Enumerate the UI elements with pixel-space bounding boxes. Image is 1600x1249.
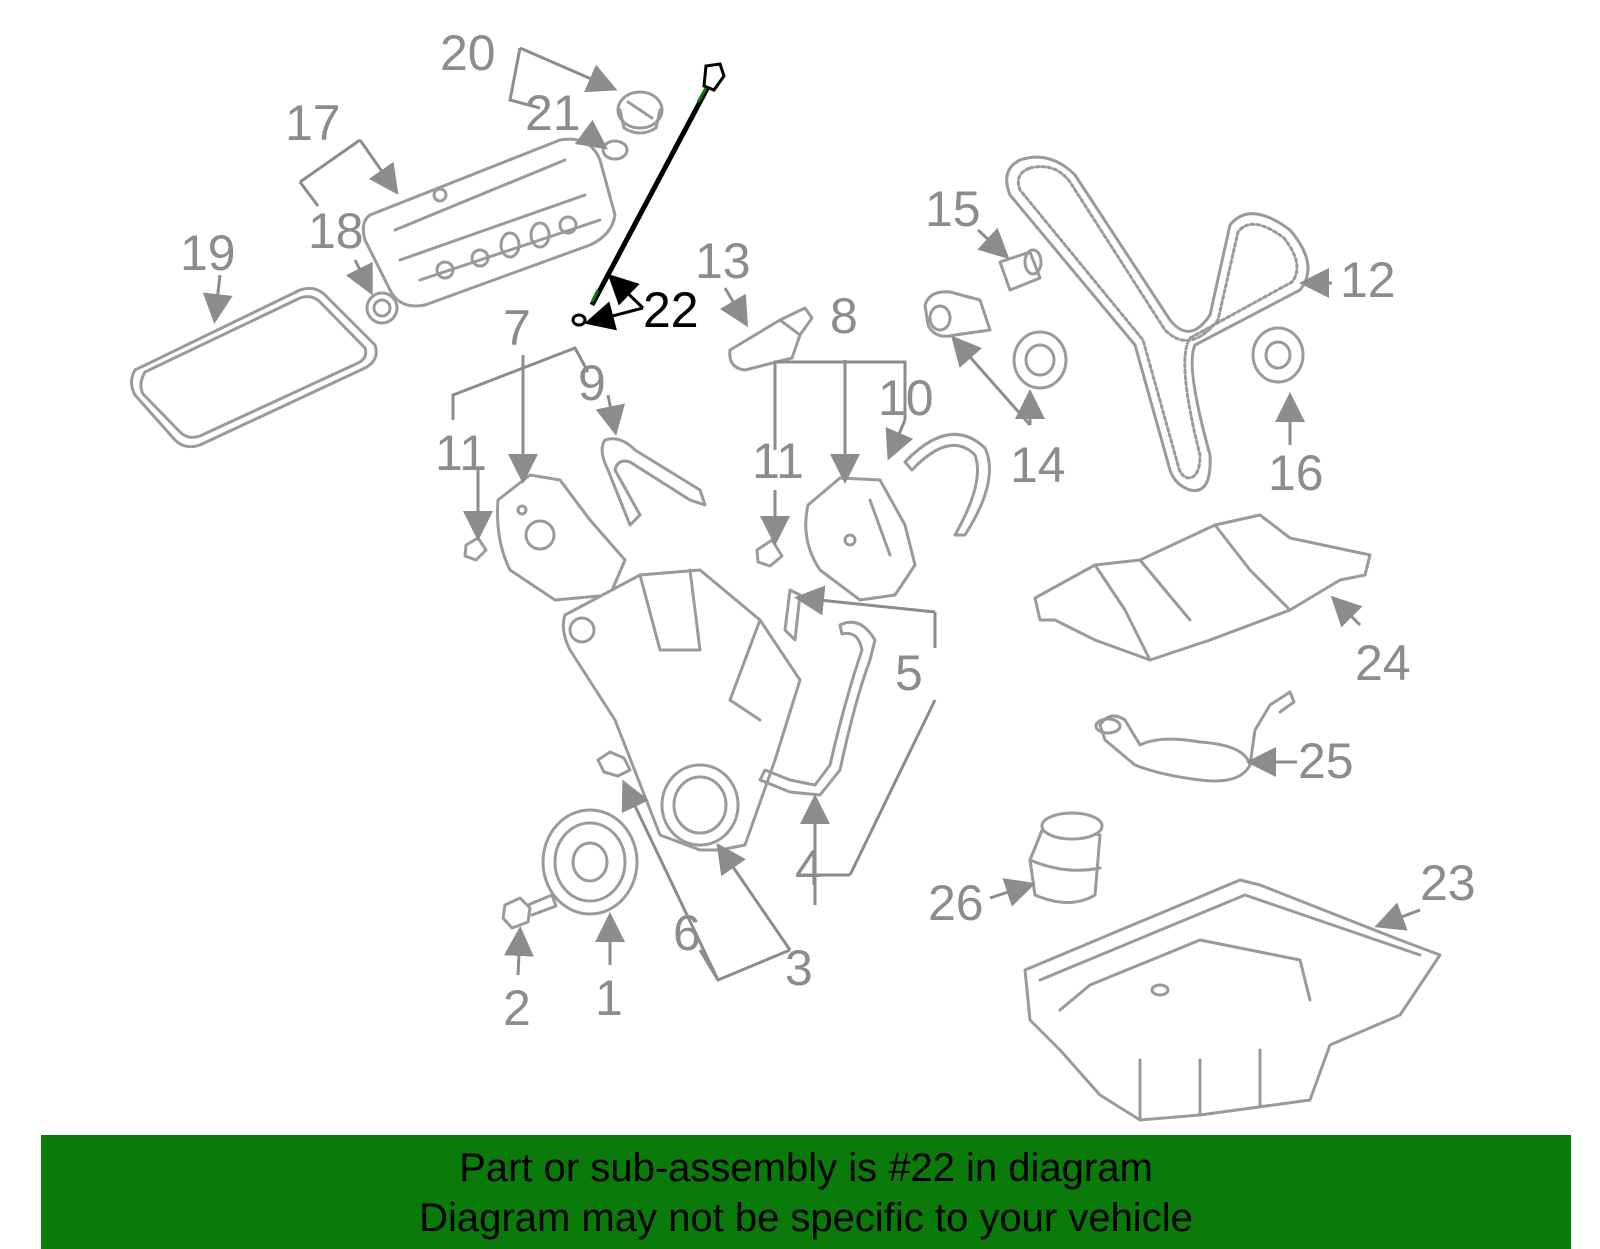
valve-cover-gasket <box>130 286 378 449</box>
oil-seal-washer <box>596 750 632 778</box>
callout-2: 2 <box>503 980 531 1036</box>
diagram-notice-banner: Part or sub-assembly is #22 in diagram D… <box>41 1135 1571 1249</box>
callout-labels: 20 21 17 18 19 22 13 15 12 8 7 9 10 11 1… <box>180 25 1476 1036</box>
callout-4: 4 <box>795 840 823 896</box>
oil-filler-cap <box>616 90 664 135</box>
callout-25: 25 <box>1298 733 1354 789</box>
crankshaft-pulley-bolt <box>501 893 558 930</box>
idler-pulley <box>1251 326 1305 384</box>
callout-19: 19 <box>180 225 236 281</box>
windage-tray <box>1033 513 1372 662</box>
banner-line-part-number: Part or sub-assembly is #22 in diagram <box>459 1146 1153 1190</box>
retainer-clip-right <box>755 538 784 568</box>
camshaft-position-sensor <box>728 306 814 372</box>
engine-parts-diagram: 20 21 17 18 19 22 13 15 12 8 7 9 10 11 1… <box>130 25 1476 1122</box>
callout-16: 16 <box>1268 445 1324 501</box>
idler-spacer <box>998 248 1043 292</box>
timing-belt <box>1005 155 1310 493</box>
callout-12: 12 <box>1340 252 1396 308</box>
seal <box>365 291 399 325</box>
callout-9: 9 <box>578 355 606 411</box>
callout-14: 14 <box>1010 437 1066 493</box>
callout-26: 26 <box>928 875 984 931</box>
callout-20: 20 <box>440 25 496 81</box>
rear-timing-cover-right <box>804 476 917 602</box>
leader-lines <box>202 46 1421 982</box>
callout-10: 10 <box>878 370 934 426</box>
banner-line-disclaimer: Diagram may not be specific to your vehi… <box>419 1196 1193 1240</box>
oil-pickup-tube <box>1094 690 1296 783</box>
oil-pan <box>1023 878 1442 1122</box>
callout-11-left: 11 <box>435 425 487 481</box>
callout-7: 7 <box>503 300 531 356</box>
callout-8: 8 <box>830 288 858 344</box>
callout-1: 1 <box>595 970 623 1026</box>
callout-3: 3 <box>785 940 813 996</box>
callout-18: 18 <box>308 203 364 259</box>
oil-dipstick-assembly <box>571 62 726 327</box>
callout-15: 15 <box>925 181 981 237</box>
o-ring <box>601 139 629 161</box>
oil-filter <box>1028 811 1104 904</box>
callout-6: 6 <box>673 905 701 961</box>
callout-17: 17 <box>285 95 341 151</box>
leader-lines-22 <box>584 273 645 331</box>
timing-cover-gasket-right <box>903 433 991 537</box>
valve-cover <box>361 137 617 308</box>
callout-13: 13 <box>695 233 751 289</box>
callout-24: 24 <box>1355 635 1411 691</box>
belt-tensioner <box>923 290 1068 390</box>
retainer-clip-left <box>463 536 488 562</box>
callout-5: 5 <box>895 645 923 701</box>
front-timing-cover <box>561 568 802 852</box>
callout-22: 22 <box>643 282 699 338</box>
rear-timing-cover-left <box>496 473 627 602</box>
callout-11-right: 11 <box>752 433 804 489</box>
crankshaft-pulley <box>541 808 639 916</box>
callout-21: 21 <box>525 85 581 141</box>
callout-23: 23 <box>1420 855 1476 911</box>
timing-cover-gasket-left <box>600 437 707 527</box>
